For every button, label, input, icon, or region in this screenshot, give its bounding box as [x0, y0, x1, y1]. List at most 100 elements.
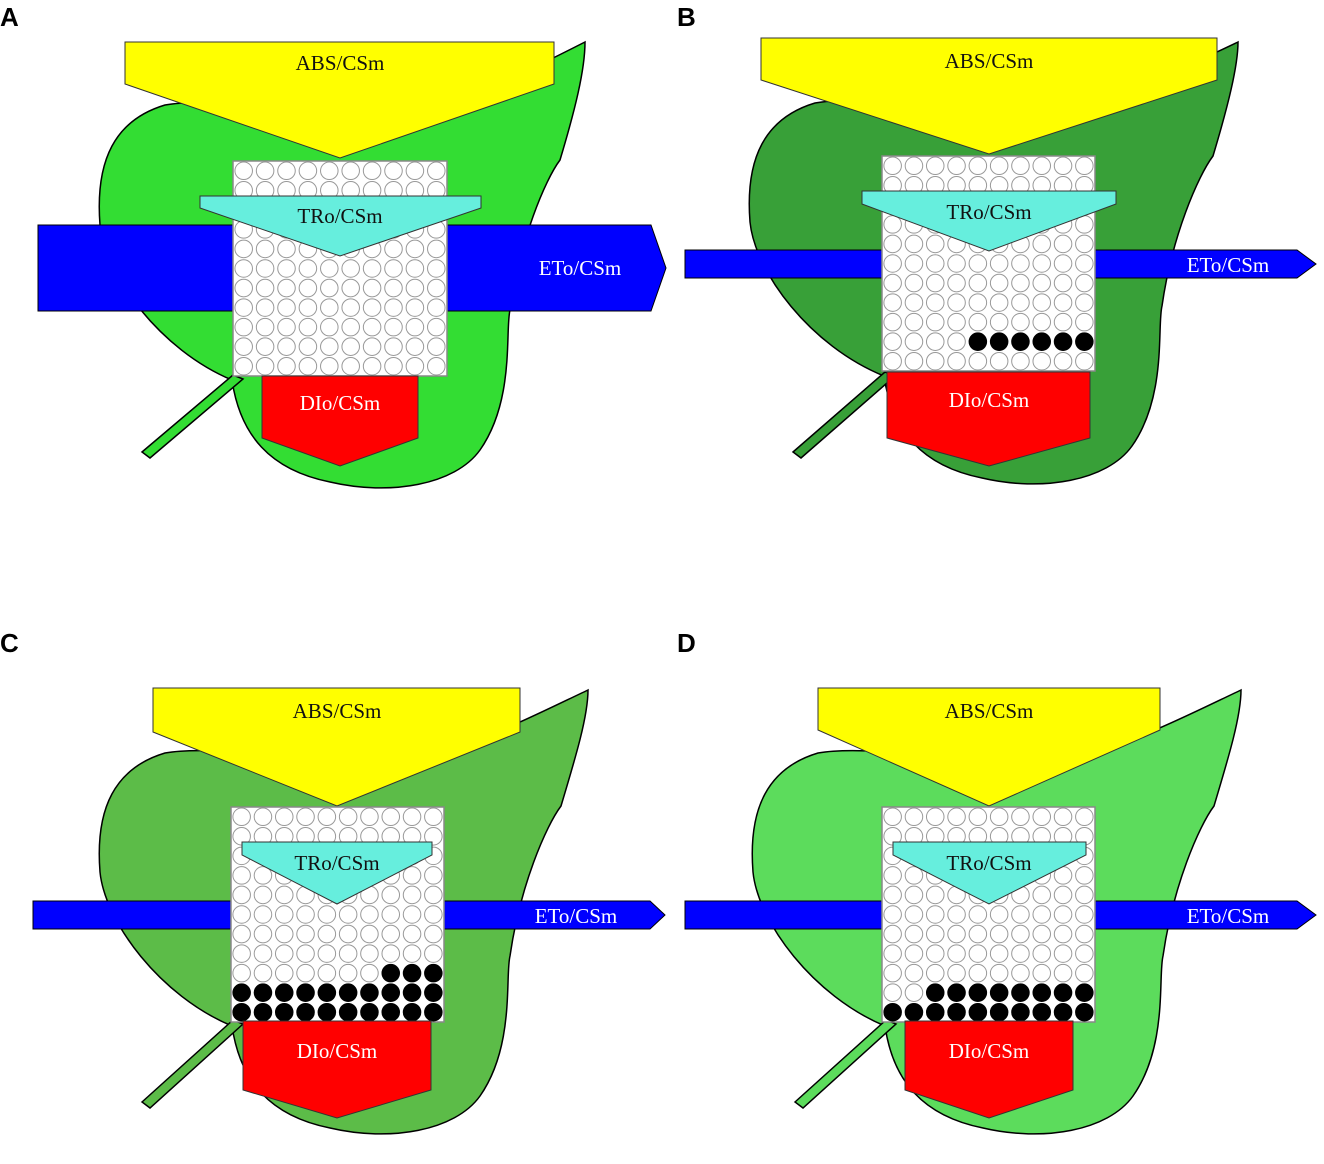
open-reaction-center	[904, 351, 924, 371]
open-reaction-center	[362, 259, 382, 278]
open-reaction-center	[427, 337, 446, 356]
open-reaction-center	[968, 924, 988, 944]
open-reaction-center	[1075, 293, 1094, 312]
open-reaction-center	[947, 293, 966, 312]
abs-shape-d	[817, 687, 1161, 807]
open-reaction-center	[925, 273, 945, 293]
open-reaction-center	[904, 866, 924, 885]
open-reaction-center	[320, 298, 339, 317]
open-reaction-center	[904, 885, 924, 905]
tro-shape-d	[892, 841, 1087, 905]
open-reaction-center	[424, 885, 443, 905]
open-reaction-center	[405, 259, 425, 278]
open-reaction-center	[381, 905, 401, 924]
leaf-stem	[140, 374, 245, 459]
open-reaction-center	[904, 963, 924, 983]
open-reaction-center	[904, 905, 924, 924]
panel-d: D ETo/CSm ABS/CSm TRo/CSm DIo/CSm	[677, 628, 1317, 1135]
open-reaction-center	[925, 944, 945, 963]
open-reaction-center	[925, 905, 945, 924]
closed-reaction-center	[968, 332, 988, 351]
open-reaction-center	[989, 905, 1009, 924]
open-reaction-center	[947, 944, 966, 963]
open-reaction-center	[883, 273, 902, 293]
leaf-stem	[140, 1019, 245, 1109]
panel-letter-c: C	[0, 628, 19, 658]
open-reaction-center	[1032, 351, 1052, 371]
open-reaction-center	[883, 156, 902, 176]
open-reaction-center	[277, 337, 296, 356]
abs-shape-c	[152, 687, 521, 807]
open-reaction-center	[1011, 273, 1030, 293]
open-reaction-center	[1075, 944, 1094, 963]
open-reaction-center	[1053, 293, 1073, 312]
open-reaction-center	[1053, 351, 1073, 371]
open-reaction-center	[1011, 254, 1030, 273]
open-reaction-center	[904, 944, 924, 963]
open-reaction-center	[1032, 156, 1052, 176]
closed-reaction-center	[296, 1002, 315, 1022]
open-reaction-center	[1032, 885, 1052, 905]
open-reaction-center	[232, 885, 251, 905]
open-reaction-center	[317, 944, 337, 963]
closed-reaction-center	[1075, 332, 1094, 351]
tro-label-b: TRo/CSm	[946, 200, 1031, 224]
open-reaction-center	[360, 963, 379, 983]
open-reaction-center	[341, 356, 360, 376]
open-reaction-center	[320, 278, 339, 298]
open-reaction-center	[883, 807, 902, 827]
closed-reaction-center	[424, 963, 443, 983]
open-reaction-center	[424, 866, 443, 885]
open-reaction-center	[384, 337, 403, 356]
closed-reaction-center	[1011, 983, 1030, 1002]
open-reaction-center	[947, 312, 966, 332]
open-reaction-center	[947, 254, 966, 273]
open-reaction-center	[904, 254, 924, 273]
open-reaction-center	[360, 807, 379, 827]
open-reaction-center	[381, 924, 401, 944]
open-reaction-center	[1011, 156, 1030, 176]
open-reaction-center	[298, 298, 318, 317]
open-reaction-center	[338, 807, 358, 827]
open-reaction-center	[405, 298, 425, 317]
open-reaction-center	[925, 924, 945, 944]
open-reaction-center	[1075, 156, 1094, 176]
open-reaction-center	[232, 905, 251, 924]
closed-reaction-center	[1011, 332, 1030, 351]
dio-shape-b	[886, 371, 1091, 467]
open-reaction-center	[341, 278, 360, 298]
open-reaction-center	[277, 317, 296, 337]
open-reaction-center	[427, 317, 446, 337]
open-reaction-center	[234, 239, 253, 259]
open-reaction-center	[384, 356, 403, 376]
tro-shape-b	[861, 190, 1117, 252]
open-reaction-center	[989, 807, 1009, 827]
open-reaction-center	[1011, 924, 1030, 944]
open-reaction-center	[384, 161, 403, 181]
dio-label-a: DIo/CSm	[300, 391, 381, 415]
eto-label-d: ETo/CSm	[1187, 904, 1270, 928]
open-reaction-center	[989, 156, 1009, 176]
open-reaction-center	[274, 924, 294, 944]
open-reaction-center	[925, 293, 945, 312]
open-reaction-center	[234, 317, 253, 337]
open-reaction-center	[883, 293, 902, 312]
open-reaction-center	[405, 337, 425, 356]
open-reaction-center	[277, 259, 296, 278]
open-reaction-center	[1053, 254, 1073, 273]
closed-reaction-center	[360, 983, 379, 1002]
closed-reaction-center	[1053, 983, 1073, 1002]
closed-reaction-center	[1053, 1002, 1073, 1022]
open-reaction-center	[338, 944, 358, 963]
closed-reaction-center	[968, 983, 988, 1002]
tro-label-a: TRo/CSm	[297, 204, 382, 228]
panel-b: B ETo/CSm ABS/CSm TRo/CSm DIo/CSm	[677, 2, 1317, 485]
open-reaction-center	[402, 924, 422, 944]
closed-reaction-center	[360, 1002, 379, 1022]
open-reaction-center	[277, 161, 296, 181]
open-reaction-center	[384, 298, 403, 317]
panel-letter-b: B	[677, 2, 696, 32]
reaction-center-grid-b	[881, 155, 1096, 372]
open-reaction-center	[234, 337, 253, 356]
open-reaction-center	[989, 312, 1009, 332]
